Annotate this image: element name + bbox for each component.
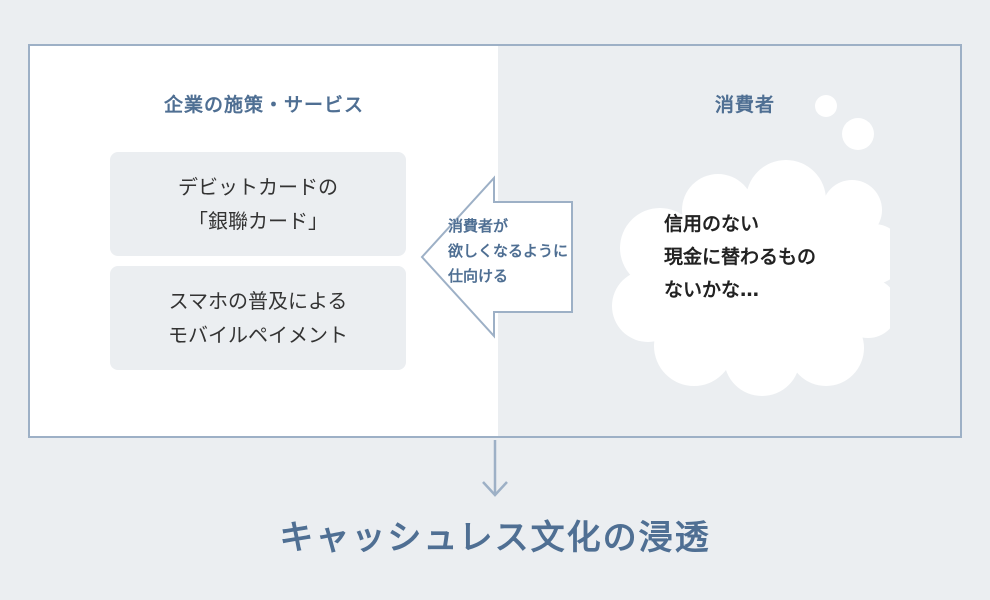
arrow-label-line: 欲しくなるように: [448, 242, 569, 260]
service-box-mobile-payment: スマホの普及による モバイルペイメント: [110, 266, 406, 370]
service-line: デビットカードの: [178, 175, 338, 199]
arrow-label-line: 消費者が: [448, 217, 509, 235]
thought-line: 信用のない: [664, 213, 760, 235]
thought-cloud-icon: [612, 95, 890, 396]
result-title: キャッシュレス文化の浸透: [279, 518, 711, 558]
company-heading: 企業の施策・サービス: [163, 94, 364, 116]
service-line: 「銀聯カード」: [188, 209, 328, 233]
service-line: モバイルペイメント: [168, 323, 348, 347]
left-arrow-icon: [420, 175, 573, 339]
company-panel: 企業の施策・サービス デビットカードの 「銀聯カード」 スマホの普及による モバ…: [30, 46, 498, 436]
consumer-thought: 信用のない 現金に替わるもの ないかな…: [664, 208, 816, 307]
thought-line: 現金に替わるもの: [664, 246, 817, 268]
diagram-frame: 企業の施策・サービス デビットカードの 「銀聯カード」 スマホの普及による モバ…: [28, 44, 962, 438]
service-box-unionpay: デビットカードの 「銀聯カード」: [110, 152, 406, 256]
down-arrow-icon: [482, 440, 508, 497]
service-line: スマホの普及による: [168, 289, 348, 313]
arrow-label-line: 仕向ける: [448, 267, 509, 285]
arrow-label: 消費者が 欲しくなるように 仕向ける: [448, 214, 598, 289]
thought-line: ないかな…: [664, 279, 760, 301]
consumer-heading: 消費者: [714, 94, 775, 116]
